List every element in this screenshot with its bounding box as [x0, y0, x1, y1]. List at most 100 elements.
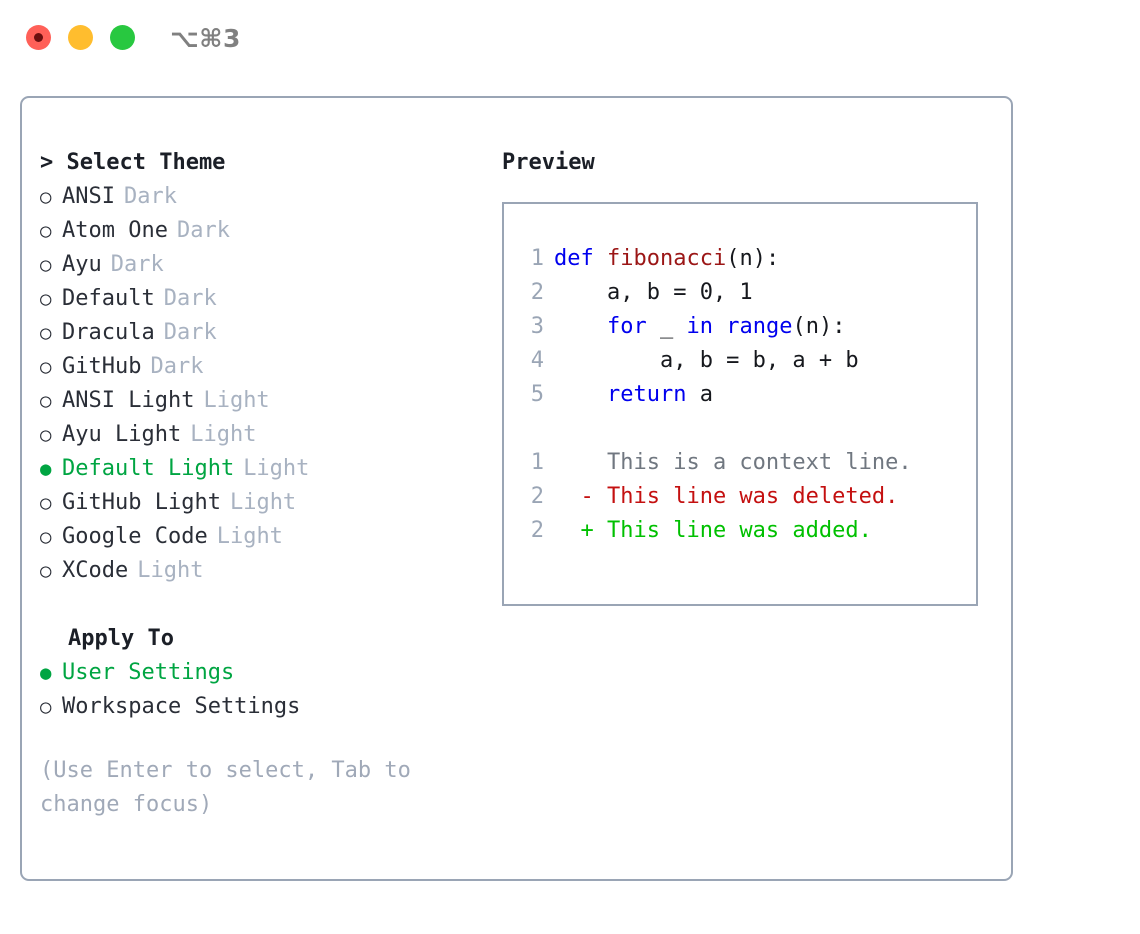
radio-unselected-icon: ○ [40, 322, 52, 344]
code-token-plain: a [686, 382, 713, 407]
code-line-number: 1 [530, 246, 544, 271]
theme-option-label: Dracula [62, 320, 155, 345]
apply-to-option-workspace-settings[interactable]: ○Workspace Settings [40, 690, 485, 724]
code-token-plain [554, 314, 607, 339]
apply-to-option-label: User Settings [62, 660, 235, 685]
diff-lines: 1 This is a context line.2 - This line w… [518, 446, 912, 548]
theme-option-tag: Light [137, 558, 204, 583]
theme-option-ansi[interactable]: ○ ANSI Dark [40, 180, 485, 214]
diff-line: 2 - This line was deleted. [518, 480, 912, 514]
code-line: 2 a, b = 0, 1 [518, 276, 912, 310]
diff-line-number: 1 [530, 450, 544, 475]
theme-option-tag: Dark [150, 354, 204, 379]
code-line-text: def fibonacci(n): [544, 242, 779, 276]
theme-option-ansi-light[interactable]: ○ ANSI Light Light [40, 384, 485, 418]
theme-option-label: Default Light [62, 456, 235, 481]
theme-option-label: Google Code [62, 524, 208, 549]
theme-option-tag: Light [229, 490, 297, 515]
radio-unselected-icon: ○ [40, 254, 52, 276]
code-token-fn: fibonacci [607, 246, 727, 271]
diff-line-text: This is a context line. [554, 450, 912, 475]
diff-line-text: - This line was deleted. [554, 484, 899, 509]
code-line-text: for _ in range(n): [544, 310, 845, 344]
theme-option-tag: Dark [123, 184, 177, 209]
code-token-kw: def [554, 246, 594, 271]
preview-title: Preview [502, 150, 595, 175]
theme-option-tag: Light [243, 456, 310, 481]
theme-option-tag: Light [203, 388, 270, 413]
code-token-plain: a, b = b, a + b [554, 348, 859, 373]
theme-option-tag: Light [190, 422, 257, 447]
theme-option-tag: Dark [176, 218, 230, 243]
theme-option-label: GitHub Light [62, 490, 221, 515]
code-token-plain [554, 382, 607, 407]
close-button[interactable] [26, 25, 51, 50]
code-token-kw: in [686, 314, 713, 339]
code-line-text: a, b = b, a + b [544, 344, 859, 378]
theme-option-label: Default [62, 286, 155, 311]
diff-line: 1 This is a context line. [518, 446, 912, 480]
theme-option-label: Atom One [62, 218, 168, 243]
apply-to-option-user-settings[interactable]: ● User Settings [40, 656, 485, 690]
list-spacer [40, 588, 485, 622]
radio-unselected-icon: ○ [40, 288, 52, 310]
code-line-number: 2 [530, 280, 544, 305]
code-line-number: 4 [530, 348, 544, 373]
minimize-button[interactable] [68, 25, 93, 50]
code-line: 3 for _ in range(n): [518, 310, 912, 344]
code-token-plain: (n): [792, 314, 846, 339]
diff-line: 2 + This line was added. [518, 514, 912, 548]
radio-selected-icon: ● [40, 662, 52, 684]
theme-option-label: ANSI Light [62, 388, 195, 413]
code-token-plain [713, 314, 726, 339]
radio-unselected-icon: ○ [40, 220, 52, 242]
radio-unselected-icon: ○ [40, 424, 52, 446]
theme-option-github[interactable]: ○ GitHub Dark [40, 350, 485, 384]
theme-option-label: GitHub [62, 354, 142, 379]
maximize-button[interactable] [110, 25, 135, 50]
code-token-plain: a, b = 0, 1 [554, 280, 753, 305]
window-title: ⌥⌘3 [170, 24, 241, 53]
code-line: 5 return a [518, 378, 912, 412]
radio-unselected-icon: ○ [40, 696, 52, 718]
window-controls [26, 25, 135, 50]
theme-option-label: XCode [62, 558, 129, 583]
theme-option-atom-one[interactable]: ○ Atom One Dark [40, 214, 485, 248]
code-line-text: return a [544, 378, 713, 412]
keyboard-hint: (Use Enter to select, Tab to change focu… [40, 758, 411, 817]
theme-option-default[interactable]: ○ Default Dark [40, 282, 485, 316]
radio-unselected-icon: ○ [40, 390, 52, 412]
code-token-kw: for [606, 314, 647, 339]
code-token-plain [594, 246, 607, 271]
code-line: 4 a, b = b, a + b [518, 344, 912, 378]
radio-unselected-icon: ○ [40, 356, 52, 378]
theme-option-label: ANSI [62, 184, 115, 209]
code-token-plain: _ [646, 314, 687, 339]
radio-unselected-icon: ○ [40, 526, 52, 548]
diff-line-number: 2 [530, 484, 544, 509]
radio-unselected-icon: ○ [40, 186, 52, 208]
theme-option-label: Ayu [62, 252, 102, 277]
diff-line-number: 2 [530, 518, 544, 543]
theme-option-tag: Dark [163, 286, 217, 311]
apply-to-list: ● User Settings ○Workspace Settings [40, 656, 485, 724]
diff-line-text: + This line was added. [554, 518, 872, 543]
window-titlebar: ⌥⌘3 [0, 0, 1140, 78]
code-token-plain: (n): [726, 246, 780, 271]
